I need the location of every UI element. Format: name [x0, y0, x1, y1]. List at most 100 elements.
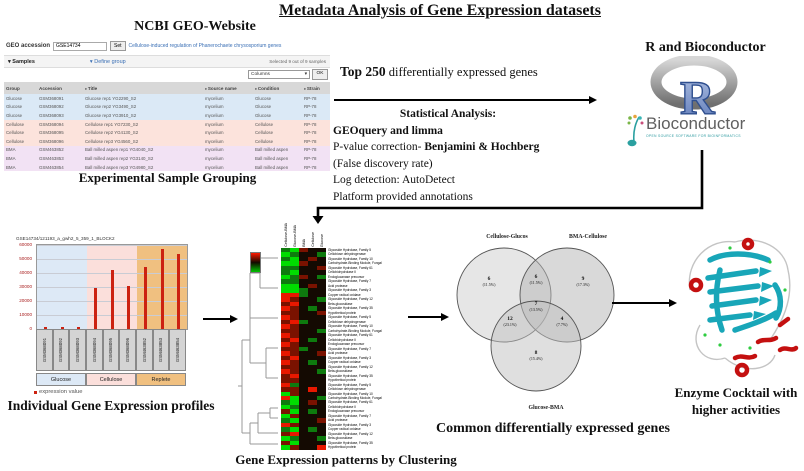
- heatmap-cell: [290, 288, 299, 293]
- column-header[interactable]: ♦Title: [83, 82, 203, 94]
- caret-down-icon: ▾: [89, 58, 93, 65]
- group-label: Glucose: [36, 373, 86, 386]
- arrow-to-venn: [408, 312, 449, 322]
- heatmap-cell: [308, 306, 317, 311]
- gene-label: Beta-glucosidase: [328, 369, 353, 374]
- heatmap-cell: [308, 333, 317, 338]
- heatmap-cell: [281, 283, 290, 289]
- geo-accession-input[interactable]: [53, 41, 108, 51]
- heatmap-cell: [317, 440, 326, 446]
- venn-set-label: Glucose-BMA: [528, 405, 564, 411]
- heatmap-cell: [317, 256, 326, 262]
- heatmap-cell: [308, 328, 317, 334]
- table-cell: GSM463852: [39, 147, 64, 153]
- heatmap-cell: [290, 436, 299, 441]
- heatmap-cell: [308, 248, 317, 253]
- heatmap-cell: [281, 306, 290, 311]
- heatmap-cell: [299, 337, 308, 343]
- venn-set-label: BMA-Cellulose: [569, 234, 607, 240]
- bar: [127, 286, 131, 329]
- heatmap-row: [281, 261, 326, 266]
- bar-chart-plot: [36, 244, 188, 330]
- heatmap-cell: [308, 400, 317, 405]
- heatmap-cell: [299, 395, 308, 401]
- heatmap-row: [281, 436, 326, 441]
- table-cell: Glucose: [6, 104, 23, 110]
- table-cell: mycelium: [205, 155, 224, 161]
- table-cell: RP-78: [304, 138, 317, 144]
- bioconductor-tagline: OPEN SOURCE SOFTWARE FOR BIOINFORMATICS: [646, 134, 741, 138]
- caret-down-icon: ▾: [8, 58, 11, 65]
- geo-website-heading: NCBI GEO-Website: [134, 19, 256, 34]
- color-key: [250, 252, 261, 273]
- gene-label: Copper radical oxidase: [328, 292, 361, 297]
- gene-label: Cellobiose dehydrogenase: [328, 319, 366, 324]
- column-header[interactable]: ♦Strain: [302, 82, 330, 94]
- venn-count: 4: [561, 316, 564, 322]
- arrow-to-protein: [612, 298, 677, 308]
- table-cell: Ball milled aspen: [255, 164, 289, 170]
- heatmap-cell: [308, 252, 317, 257]
- column-header[interactable]: Group: [4, 82, 37, 94]
- heatmap-row: [281, 440, 326, 446]
- gene-label: Acid protease: [328, 283, 348, 288]
- heatmap-cell: [317, 373, 326, 379]
- table-cell: mycelium: [205, 138, 224, 144]
- samples-toggle[interactable]: ▾ Samples: [8, 58, 35, 65]
- heatmap-cell: [308, 431, 317, 437]
- define-group-link[interactable]: ▾ Define group: [89, 58, 126, 65]
- heatmap-cell: [281, 315, 290, 320]
- geo-website-panel: GEO accession Set Cellulose-induced regu…: [2, 38, 332, 172]
- heatmap-cell: [290, 387, 299, 392]
- heatmap-cell: [281, 292, 290, 298]
- heatmap-cell: [317, 360, 326, 365]
- stats-line: (False discovery rate): [333, 157, 433, 170]
- set-button[interactable]: Set: [110, 41, 126, 51]
- dataset-title-link[interactable]: Cellulose-induced regulation of Phaneroc…: [128, 43, 282, 49]
- heatmap-cell: [290, 355, 299, 361]
- gene-label: Glycoside Hydrolase, Family 12: [328, 297, 373, 302]
- venn-count: 12: [507, 316, 513, 322]
- table-cell: mycelium: [205, 95, 224, 101]
- venn-diagram: Cellulose-Glucos BMA-Cellulose Glucose-B…: [456, 234, 615, 411]
- column-header[interactable]: ♦Source name: [203, 82, 253, 94]
- column-header[interactable]: Accession: [37, 82, 83, 94]
- column-header[interactable]: ♦Condition: [253, 82, 302, 94]
- heatmap-cell: [299, 315, 308, 320]
- heatmap-cell: [317, 297, 326, 302]
- heatmap-cell: [317, 283, 326, 289]
- heatmap-cell: [308, 409, 317, 414]
- heatmap-cell: [308, 360, 317, 365]
- table-cell: Cellulose: [255, 121, 274, 127]
- heatmap-cell: [281, 256, 290, 262]
- gene-label: Glycoside Hydrolase, Family 61: [328, 400, 373, 405]
- heatmap-row: [281, 404, 326, 410]
- table-cell: RP-78: [304, 121, 317, 127]
- table-cell: RP-78: [304, 164, 317, 170]
- columns-ok-button[interactable]: OK: [312, 68, 328, 80]
- heatmap-cell: [290, 324, 299, 329]
- heatmap-row: [281, 337, 326, 343]
- heatmap-row: [281, 422, 326, 428]
- heatmap-cell: [308, 292, 317, 298]
- table-cell: Cellulose: [6, 138, 25, 144]
- heatmap-cell: [290, 440, 299, 446]
- connector-arrow-down: [312, 150, 704, 224]
- columns-select[interactable]: Columns ▾: [248, 69, 310, 79]
- venn-caption: Common differentially expressed genes: [436, 421, 670, 436]
- heatmap-cell: [317, 378, 326, 383]
- heatmap-row: [281, 274, 326, 280]
- heatmap-cell: [281, 387, 290, 392]
- svg-text:R: R: [680, 72, 716, 118]
- gene-label: Glycoside Hydrolase, Family 10: [328, 256, 373, 261]
- stats-line: P-value correction- Benjamini & Hochberg: [333, 141, 540, 153]
